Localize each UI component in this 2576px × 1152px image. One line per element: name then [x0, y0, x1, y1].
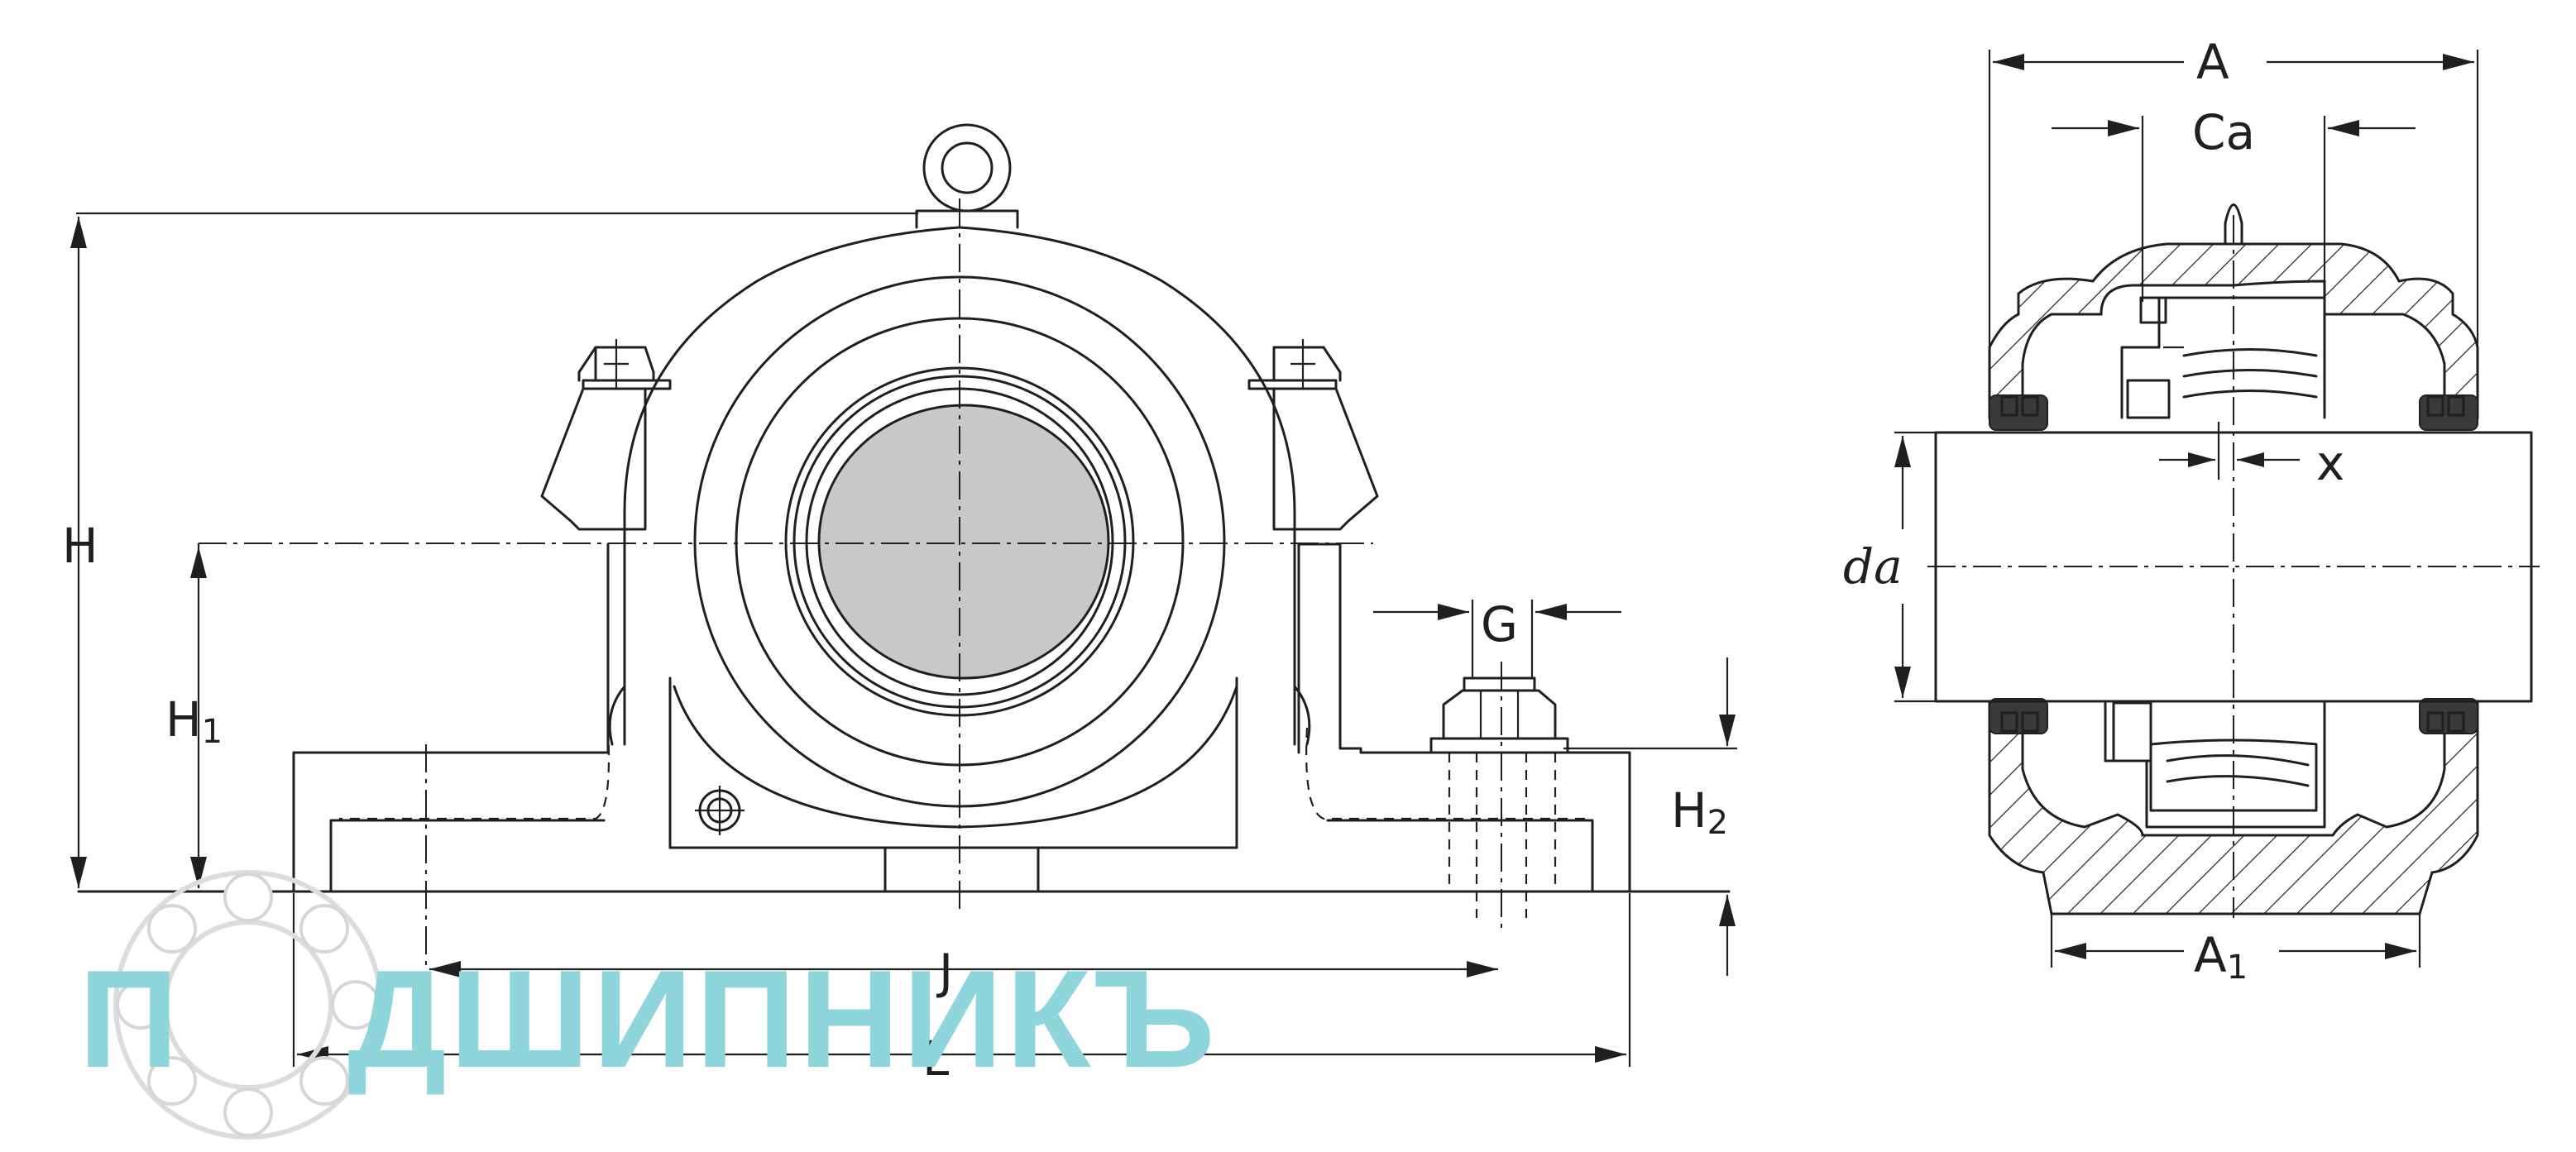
- bearing-upper: [2120, 203, 2326, 419]
- front-centrelines: [199, 198, 1373, 976]
- dim-A1: A1: [2050, 914, 2421, 987]
- shaft-section: [817, 404, 1110, 680]
- label-L: L: [922, 1030, 949, 1087]
- dim-A: A: [1988, 34, 2479, 347]
- label-G: G: [1481, 596, 1518, 652]
- label-da: da: [1843, 538, 1903, 595]
- label-J: J: [936, 944, 953, 1000]
- label-Ca: Ca: [2192, 104, 2255, 160]
- dim-H: H: [62, 212, 918, 888]
- upper-housing-section: [1988, 242, 2479, 419]
- dim-x: x: [2159, 422, 2344, 491]
- bearing-lower: [2104, 701, 2326, 829]
- label-A1: A1: [2194, 927, 2248, 987]
- dim-da: da: [1843, 431, 1936, 703]
- watermark-text-right: ДШИПНИКЪ: [347, 941, 1219, 1097]
- label-A: A: [2196, 34, 2229, 90]
- dim-J: J: [429, 944, 1498, 1000]
- front-view: H H1 H2 G: [62, 123, 1737, 1087]
- label-x: x: [2316, 435, 2344, 491]
- watermark-bearing-icon: [113, 870, 383, 1140]
- dim-Ca: Ca: [2052, 104, 2416, 302]
- section-view: A Ca x da: [1843, 34, 2540, 987]
- label-H1: H1: [165, 691, 223, 751]
- dim-G: G: [1373, 596, 1621, 678]
- foundation-bolt: [1429, 662, 1569, 935]
- dim-H1: H1: [165, 543, 223, 888]
- dim-H2: H2: [1563, 657, 1737, 976]
- watermark-logo: П ДШИПНИКЪ: [79, 870, 1219, 1140]
- label-H2: H2: [1671, 782, 1728, 842]
- seals: [1989, 394, 2478, 734]
- lower-housing-section: [1988, 701, 2479, 915]
- watermark-text-left: П: [79, 941, 182, 1097]
- housing-base: [77, 543, 1731, 893]
- label-H: H: [62, 518, 98, 574]
- housing-cap: [540, 123, 1379, 835]
